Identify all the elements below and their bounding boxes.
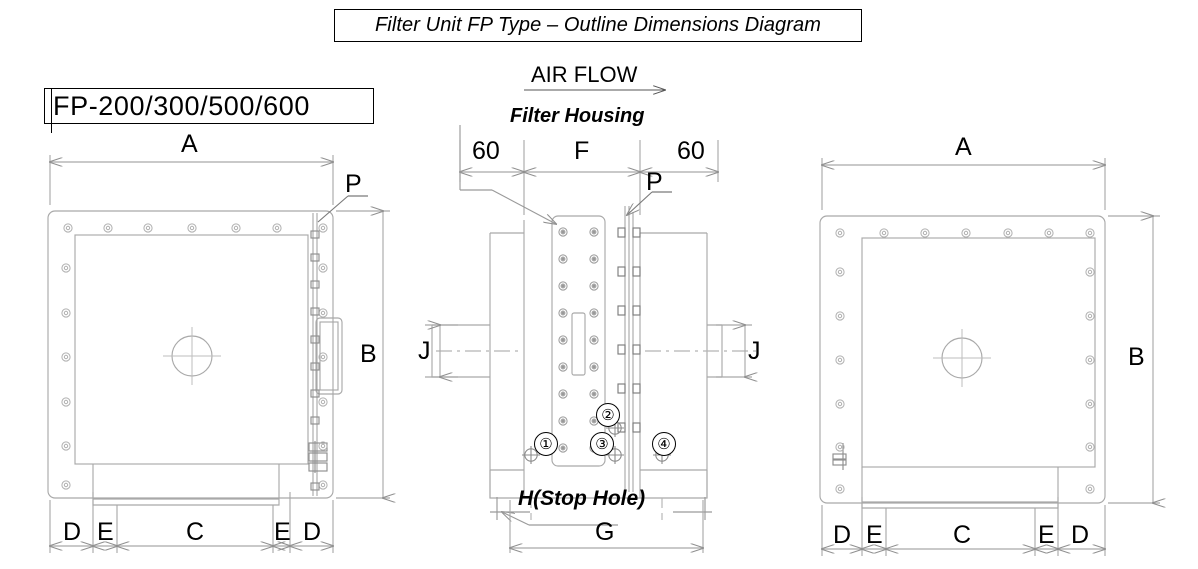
- right-chain-c: C: [953, 521, 972, 549]
- left-chain-d1: D: [63, 518, 82, 546]
- right-chain-d2: D: [1071, 521, 1090, 549]
- air-flow-label: AIR FLOW: [531, 62, 638, 87]
- right-dim-a: A: [955, 133, 972, 161]
- left-dim-b: B: [360, 340, 377, 368]
- filter-housing-label: Filter Housing: [510, 105, 645, 127]
- mid-leader-p: P: [646, 168, 663, 196]
- right-chain-e1: E: [866, 521, 883, 549]
- left-chain-d2: D: [303, 518, 322, 546]
- callout-4: ④: [652, 432, 676, 456]
- model-label-box[interactable]: FP-200/300/500/600: [44, 88, 374, 124]
- callout-3: ③: [590, 432, 614, 456]
- model-label: FP-200/300/500/600: [53, 90, 310, 121]
- left-dim-a: A: [181, 130, 198, 158]
- mid-dim-j-left: J: [418, 337, 431, 365]
- left-chain-e2: E: [274, 518, 291, 546]
- right-chain-e2: E: [1038, 521, 1055, 549]
- diagram-title-box: Filter Unit FP Type – Outline Dimensions…: [334, 9, 862, 42]
- mid-dim-60-left: 60: [472, 137, 500, 165]
- mid-dim-g: G: [595, 518, 615, 546]
- text-cursor: [51, 89, 52, 133]
- mid-dim-j-right: J: [748, 337, 761, 365]
- callout-2: ②: [596, 403, 620, 427]
- callout-1: ①: [534, 432, 558, 456]
- mid-dim-60-right: 60: [677, 137, 705, 165]
- page-title: Filter Unit FP Type – Outline Dimensions…: [374, 14, 822, 36]
- mid-dim-stop-hole: H(Stop Hole): [518, 487, 646, 510]
- mid-dim-f: F: [574, 137, 590, 165]
- left-leader-p: P: [345, 170, 362, 198]
- left-chain-c: C: [186, 518, 205, 546]
- left-chain-e1: E: [97, 518, 114, 546]
- right-dim-b: B: [1128, 343, 1145, 371]
- right-chain-d1: D: [833, 521, 852, 549]
